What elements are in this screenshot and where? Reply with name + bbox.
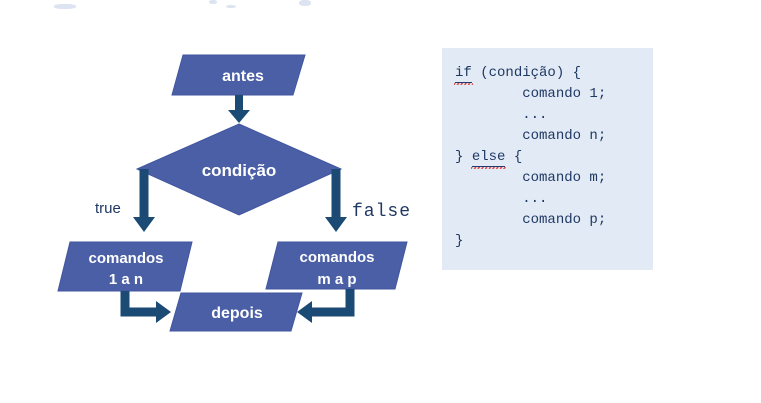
code-text: { [505,149,523,165]
arrowhead-true-branch [133,217,155,232]
node-condicao-diamond [135,123,343,216]
node-comandos-false-parallelogram [265,241,408,290]
node-condicao-label: condição [202,161,277,180]
branch-false-label: false [352,202,411,222]
code-line: comando m; [455,170,607,186]
node-comandos-true-line2: 1 a n [109,271,143,288]
top-edge-artifact [54,4,76,9]
code-keyword-else: else [470,149,507,169]
code-line: ... [455,191,548,207]
branch-true-label: true [95,200,121,217]
arrowhead-antes-to-condicao [228,110,250,123]
node-depois-label: depois [211,305,263,322]
arrowhead-comandos-true-to-depois [156,301,171,323]
code-line: comando p; [455,212,607,228]
arrow-comandos-true-to-depois [120,291,157,317]
node-depois-parallelogram [169,292,303,332]
code-line: ... [455,107,548,123]
code-panel: if (condição) { comando 1; ... comando n… [442,48,653,270]
code-line: } [455,233,464,249]
code-text: (condição) { [471,65,582,81]
code-text: } [455,149,472,165]
node-comandos-true-line1: comandos [88,250,163,267]
node-comandos-false-line1: comandos [299,249,374,266]
arrowhead-false-branch [325,217,347,232]
code-keyword-if: if [454,65,473,85]
code-line: if (condição) { [454,63,653,85]
node-comandos-false-line2: m a p [317,271,356,288]
code-line: comando 1; [455,86,607,102]
code-line: comando n; [455,128,607,144]
node-antes-label: antes [222,68,264,85]
node-comandos-true-parallelogram [57,241,193,292]
arrow-comandos-false-to-depois [311,289,355,317]
node-antes-parallelogram [171,54,306,96]
top-edge-artifact [209,0,217,4]
code-line: } else { [455,147,653,169]
top-edge-artifact [226,5,236,8]
arrowhead-comandos-false-to-depois [297,301,312,323]
top-edge-artifact [299,0,311,6]
